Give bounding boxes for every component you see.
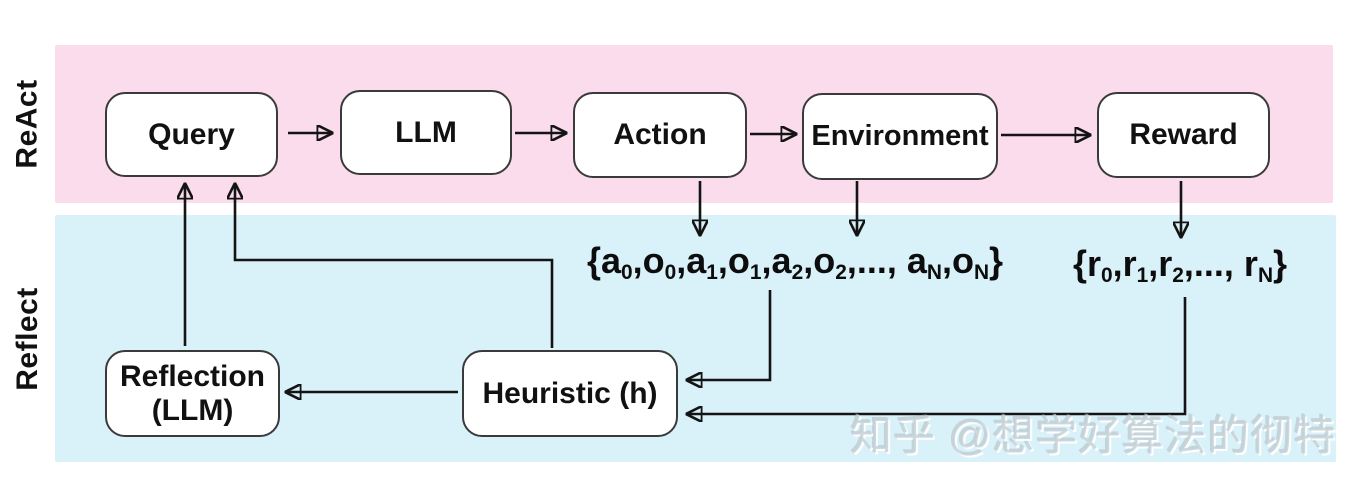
arrow-rewards-to-heuristic [689, 297, 1187, 414]
arrow-heuristic-to-query [235, 186, 554, 348]
reflection-box-label-line2: (LLM) [151, 393, 234, 427]
heuristic-box: Heuristic (h) [462, 350, 678, 437]
action-box-label: Action [613, 118, 707, 152]
query-box: Query [105, 92, 278, 177]
llm-box: LLM [340, 90, 512, 175]
watermark-text: 知乎 @想学好算法的彻特 [850, 412, 1337, 459]
reward-box: Reward [1097, 92, 1270, 178]
reward-box-label: Reward [1129, 118, 1238, 152]
environment-box: Environment [802, 93, 998, 180]
trajectory-sequence-text: {a0,o0,a1,o1,a2,o2,..., aN,oN} [586, 240, 1004, 284]
environment-box-label: Environment [811, 120, 989, 153]
reflection-box: Reflection (LLM) [105, 350, 280, 437]
reflection-box-label-line1: Reflection [119, 359, 266, 393]
action-box: Action [573, 92, 747, 178]
llm-box-label: LLM [395, 115, 457, 149]
heuristic-box-label: Heuristic (h) [482, 376, 658, 410]
query-box-label: Query [148, 117, 235, 151]
rewards-sequence-text: {r0,r1,r2,..., rN} [1072, 243, 1288, 287]
arrow-trajectory-to-heuristic [689, 290, 772, 380]
